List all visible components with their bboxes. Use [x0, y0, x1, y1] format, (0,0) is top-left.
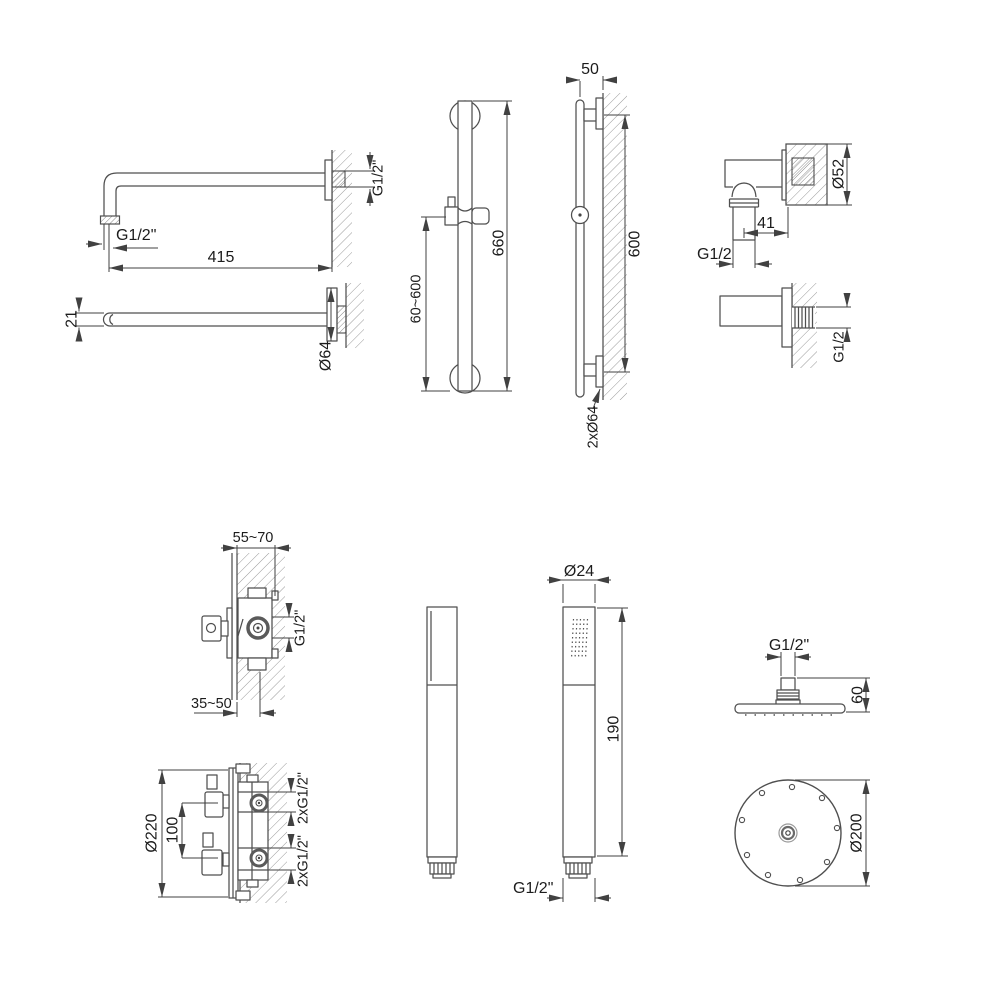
handle-knob-bottom [202, 832, 214, 848]
head-connector-flange [780, 677, 796, 691]
arm-flange-label: Ø64 [318, 341, 335, 371]
bar-flange-label: 2xØ64 [586, 406, 602, 449]
head-hub-outer [778, 823, 798, 843]
wall-hatch [603, 93, 627, 400]
handshower-thread-label: G1/2" [513, 880, 553, 897]
elbow-thread-label: G1/2 [697, 246, 732, 263]
arm-wall-thread [336, 305, 347, 334]
arm-thread-label: G1/2" [116, 227, 156, 244]
bottom-mount-arm [583, 363, 598, 377]
elbow-flange [781, 287, 793, 348]
handle-stem-bottom [222, 852, 230, 867]
valve-cartridge-pin [256, 626, 260, 630]
arm-length-label: 415 [208, 249, 235, 266]
wall-outlet-side-view: Ø52 41 G1/2 [697, 143, 852, 268]
plate-lug-bottom [235, 890, 251, 901]
handshower-diameter-label: Ø24 [564, 563, 594, 580]
hand-shower-front-view: Ø24 190 G1/2" [513, 563, 628, 902]
arm-wall-flange [324, 159, 333, 201]
handle-stem [220, 620, 229, 637]
slide-bar-front-view: 660 60~600 [409, 100, 512, 394]
bar-rail [575, 99, 585, 398]
valve-back-stud-bottom [271, 648, 279, 659]
arm-nozzle-thread [99, 215, 121, 225]
elbow-plate-label: Ø52 [831, 159, 848, 189]
elbow-body-top [719, 295, 783, 327]
top-mount-flange [595, 97, 604, 130]
elbow-wall-thread [791, 157, 815, 186]
mixer-embed-label: 55~70 [233, 530, 274, 546]
arm-height-label: 21 [64, 310, 81, 328]
holder-pin [578, 213, 582, 217]
shower-head-side-view: G1/2" 60 [734, 637, 870, 716]
bar-offset-label: 50 [581, 61, 599, 78]
mixer-valve-side-view: 55~70 G1/2" 35~50 [191, 530, 309, 717]
dual-top-thread-label: 2xG1/2" [296, 772, 312, 824]
head-thread-label: G1/2" [769, 637, 809, 654]
elbow-depth-label: 41 [757, 215, 775, 232]
head-diameter-label: Ø200 [849, 813, 866, 852]
nut-collar [427, 856, 457, 864]
dual-bottom-thread-label: 2xG1/2" [296, 835, 312, 887]
mixer-trim-label: 35~50 [191, 696, 232, 712]
nut-tip [432, 873, 452, 879]
holder-left [444, 206, 459, 226]
handle-knob-top [206, 774, 218, 790]
holder-right [471, 207, 490, 225]
valve-bottom-port [247, 657, 267, 671]
head-height-label: 60 [850, 686, 867, 704]
arm-wall-flange [326, 287, 338, 342]
bar-range-label: 60~600 [409, 275, 425, 324]
handle-knob [201, 615, 222, 642]
dual-plate-label: Ø220 [144, 813, 161, 852]
handshower-length-label: 190 [606, 716, 623, 743]
elbow-top-thread-label: G1/2 [832, 331, 848, 362]
arm-wall-thread [331, 170, 346, 188]
arm-wall-thread-label: G1/2" [371, 160, 387, 197]
elbow-flange [781, 149, 787, 201]
bottom-mount-flange [595, 355, 604, 388]
shower-head-top-view: Ø200 [734, 779, 870, 887]
valve-top-port [247, 587, 267, 599]
plate-lug-top [235, 763, 251, 774]
head-nozzles [738, 783, 841, 884]
nut-tip [568, 873, 588, 879]
head-hub-pin [785, 830, 791, 836]
shower-arm-top-view: 21 Ø64 [64, 283, 364, 371]
handle-body-bottom [201, 849, 223, 876]
wall-outlet-top-view: G1/2 [719, 283, 851, 368]
wall-hatch [346, 283, 364, 348]
valve-stud-bottom [246, 879, 259, 888]
head-disc [734, 703, 846, 714]
slide-bar-side-view: 50 600 2xØ64 [566, 61, 644, 448]
bar-span-label: 600 [627, 231, 644, 258]
top-mount-arm [583, 108, 598, 122]
holder-knob [447, 196, 456, 208]
handshower-body [562, 606, 596, 858]
wall-hatch [332, 150, 352, 267]
valve-stud-top [246, 774, 259, 783]
handle-stem-top [222, 794, 230, 809]
handle-dot [205, 622, 217, 634]
valve-cartridge-inner [252, 622, 264, 634]
dual-spacing-label: 100 [165, 817, 182, 844]
mixer-thread-label: G1/2" [293, 610, 309, 647]
hand-shower-side-view [426, 606, 458, 879]
bar-rail [457, 100, 473, 392]
handle-body-top [204, 791, 224, 818]
dual-valve-side-view: Ø220 100 2xG1/2" 2xG1/2" [144, 763, 312, 903]
nut-collar [563, 856, 593, 864]
bar-overall-label: 660 [491, 230, 508, 257]
shower-arm-side-view: G1/2" 415 G1/2" [86, 150, 387, 272]
head-hub [780, 825, 796, 841]
